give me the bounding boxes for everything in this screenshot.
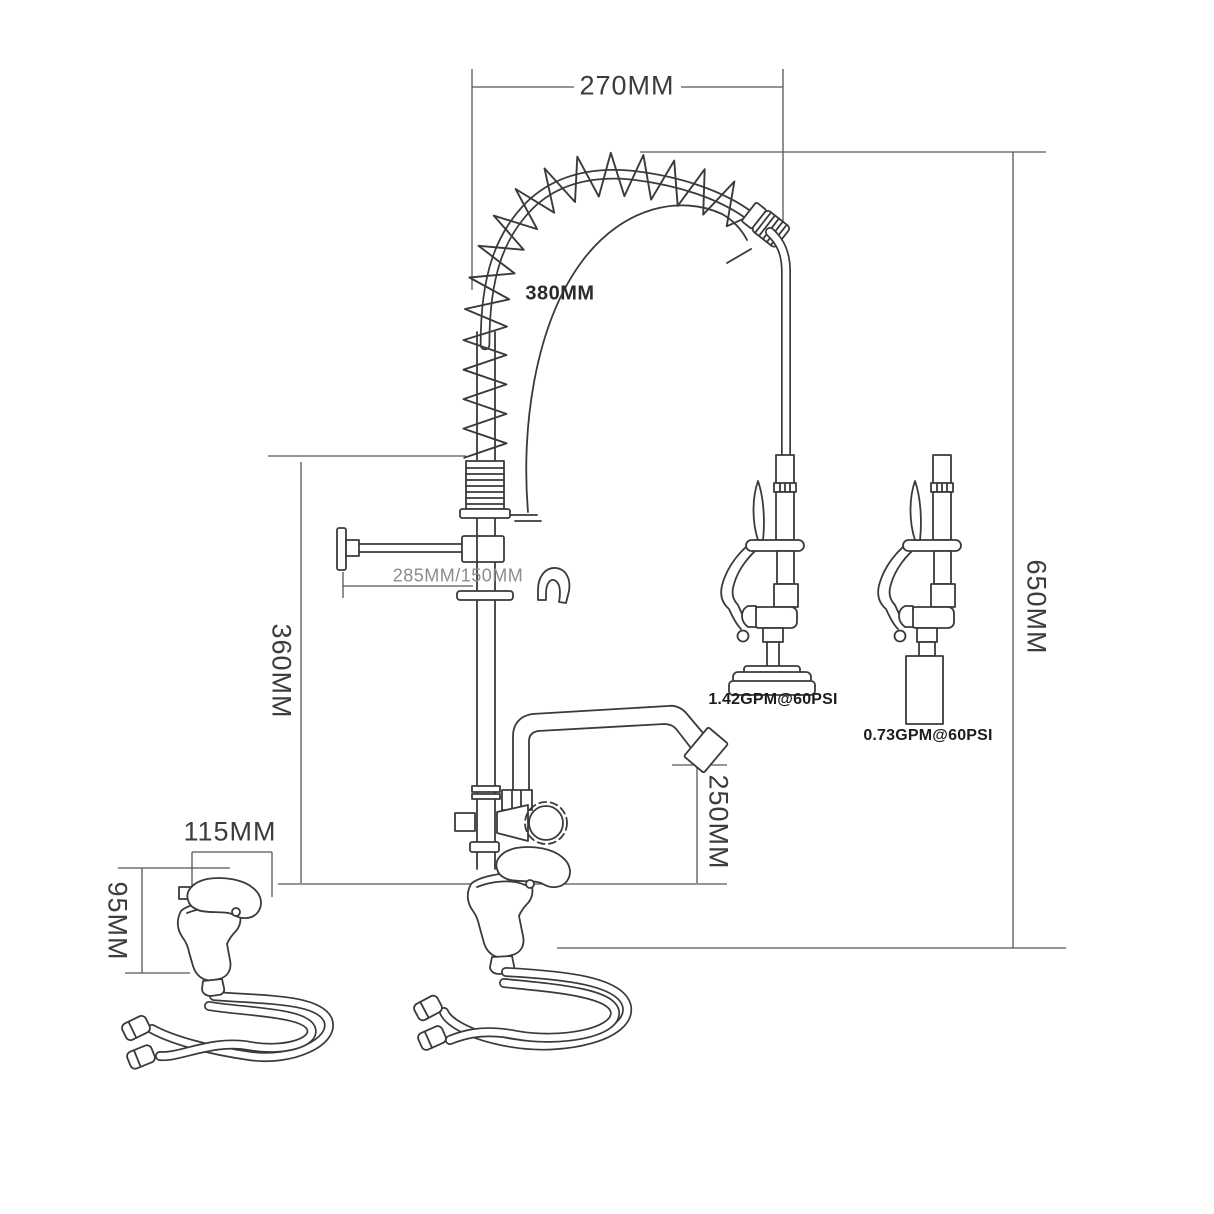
- dim-overall-height-label: 650MM: [1021, 559, 1052, 655]
- spray2-elbow: [909, 606, 955, 629]
- dim-285mm-lines: [342, 572, 473, 598]
- hose-drop-fill: [766, 228, 790, 458]
- spray2-lever-leaf: [909, 480, 922, 541]
- dim-base-width-label: 115MM: [183, 816, 277, 847]
- body-shell: [466, 871, 534, 959]
- dim-360mm-lines: [268, 455, 466, 883]
- spring-coil: [462, 151, 751, 459]
- dim-95mm-lines: [118, 867, 230, 974]
- mini-body-stub: [201, 978, 226, 997]
- spray1-lever-pin: [736, 629, 750, 643]
- hose-end-cap: [126, 1044, 156, 1070]
- hose-end-cap: [413, 994, 443, 1022]
- spring-retainer: [459, 460, 511, 519]
- spray2-cylinder: [905, 655, 944, 725]
- spray2-top-tube: [932, 454, 952, 486]
- lever-pivot: [525, 879, 535, 889]
- valve-knob: [496, 801, 568, 845]
- dim-115mm-lines: [191, 851, 273, 897]
- spray1-top-tube: [775, 454, 795, 486]
- faucet-body: [466, 841, 571, 975]
- dim-base-height-label: 95MM: [102, 881, 133, 961]
- spout-nozzle: [683, 727, 729, 773]
- mini-faucet-detail: [121, 877, 334, 1070]
- valve-tee: [454, 812, 476, 832]
- mini-lever: [186, 877, 262, 919]
- spring-hose: [462, 151, 791, 459]
- pipe-unions: [471, 785, 501, 800]
- spray1-flange: [745, 539, 805, 552]
- hose-end-cap: [417, 1025, 447, 1051]
- dim-hose-arc-label: 380MM: [525, 282, 595, 305]
- spray-head-detail-2: [877, 454, 962, 725]
- hose-arc-outline: [479, 169, 756, 351]
- flow-rating-flat-label: 1.42GPM@60PSI: [708, 691, 838, 708]
- dim-spout-clearance-label: 250MM: [703, 774, 734, 870]
- supply-hose-main: [413, 967, 633, 1051]
- dim-650mm-lines: [557, 151, 1066, 949]
- arc-annotation: [510, 204, 752, 522]
- body-collar: [469, 841, 500, 853]
- spray1-lever-leaf: [752, 480, 765, 541]
- spray-head-detail-1: [720, 454, 816, 696]
- spray1-elbow: [752, 606, 798, 629]
- spray2-lever-pin: [893, 629, 907, 643]
- spray2-flange: [902, 539, 962, 552]
- addon-spout: [454, 704, 729, 845]
- dim-bracket-reach-label: 285MM/150MM: [392, 565, 524, 586]
- body-lever: [495, 846, 571, 888]
- hose-arc-fill: [481, 170, 754, 349]
- flow-rating-cylindrical-label: 0.73GPM@60PSI: [863, 727, 993, 744]
- dim-top-width-label: 270MM: [579, 70, 675, 101]
- wall-bracket: [336, 527, 505, 571]
- dim-riser-height-label: 360MM: [266, 623, 297, 719]
- mini-lever-pivot: [231, 907, 241, 917]
- spray1-face-rim: [728, 680, 816, 696]
- hanger-hook: [456, 567, 571, 604]
- dimension-lines: [118, 69, 1066, 974]
- hose-end-cap: [121, 1014, 151, 1042]
